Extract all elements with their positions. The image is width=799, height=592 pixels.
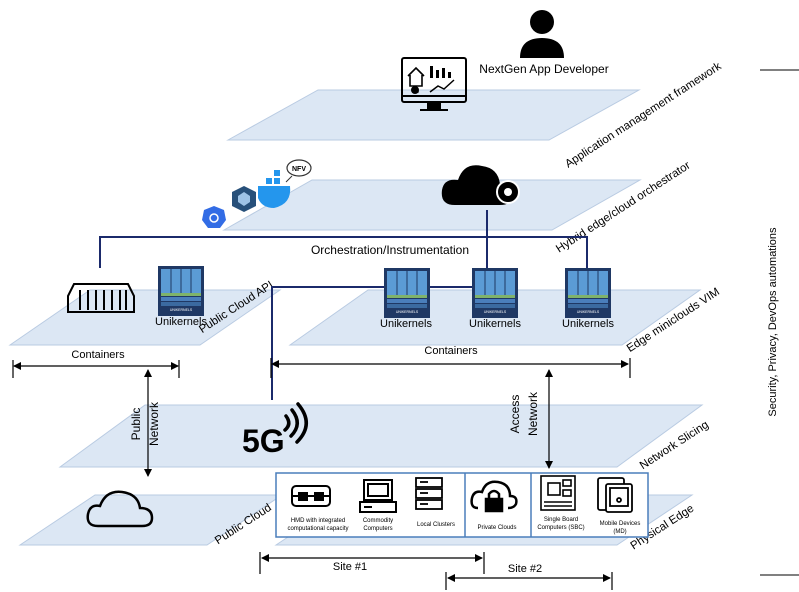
kubernetes-icon <box>202 206 226 228</box>
unikernels-label-1: Unikernels <box>155 316 207 328</box>
containers-bracket-left <box>12 360 180 378</box>
unikernel-chip-4: UNIKERNELS <box>564 267 612 319</box>
unikernel-chip-1: UNIKERNELS <box>157 265 205 317</box>
unikernels-label-2: Unikernels <box>380 318 432 330</box>
physical-edge-devices-box <box>275 472 649 538</box>
public-network-label-1: Public <box>129 408 143 441</box>
containers-label-right: Containers <box>424 345 478 357</box>
orchestration-label: Orchestration/Instrumentation <box>311 243 469 257</box>
svg-text:UNIKERNELS: UNIKERNELS <box>396 310 419 314</box>
hmd-icon <box>291 485 331 507</box>
dashboard-monitor-icon <box>401 57 467 111</box>
svg-text:NFV: NFV <box>292 166 306 173</box>
nfv-icon: NFV <box>285 159 312 183</box>
server-rack-icon <box>415 477 443 510</box>
cloud-gear-icon <box>441 165 520 205</box>
cloud-outline-icon <box>86 490 154 528</box>
hmd-label-1: HMD with integrated <box>291 518 345 524</box>
openstack-icon <box>232 186 256 212</box>
commodity-label-1: Commodity <box>363 518 393 524</box>
public-network-label-2: Network <box>147 401 161 446</box>
wireless-signal-icon <box>283 402 308 444</box>
fiveg-label: 5G <box>242 423 285 459</box>
svg-text:UNIKERNELS: UNIKERNELS <box>484 310 507 314</box>
developer-icon <box>520 10 564 58</box>
sbc-board-icon <box>540 475 576 511</box>
mobile-device-icon <box>597 477 633 513</box>
unikernels-label-4: Unikernels <box>562 318 614 330</box>
site2-bracket <box>445 572 613 590</box>
svg-text:UNIKERNELS: UNIKERNELS <box>170 308 193 312</box>
svg-text:UNIKERNELS: UNIKERNELS <box>577 310 600 314</box>
mobile-label-2: (MD) <box>613 529 626 535</box>
containers-bracket-right <box>270 358 631 378</box>
access-network-label-1: Access <box>508 395 522 434</box>
docker-icon <box>258 170 291 208</box>
commodity-label-2: Computers <box>363 526 392 532</box>
local-clusters-label: Local Clusters <box>417 522 455 528</box>
private-clouds-label: Private Clouds <box>477 525 516 531</box>
plane-public-cloud-api <box>8 289 282 346</box>
commodity-computer-icon <box>359 479 397 513</box>
mobile-label-1: Mobile Devices <box>600 521 641 527</box>
site1-label: Site #1 <box>333 561 367 573</box>
unikernels-label-3: Unikernels <box>469 318 521 330</box>
plane-app-management <box>226 89 641 141</box>
containers-label-left: Containers <box>71 349 125 361</box>
unikernel-chip-3: UNIKERNELS <box>471 267 519 319</box>
unikernel-chip-2: UNIKERNELS <box>383 267 431 319</box>
plane-network-slicing <box>58 404 704 468</box>
sbc-label-2: Computers (SBC) <box>537 525 584 531</box>
access-network-label-2: Network <box>526 391 540 436</box>
sbc-label-1: Single Board <box>544 517 578 523</box>
container-icon <box>67 283 135 313</box>
private-cloud-lock-icon <box>470 480 518 513</box>
developer-label: NextGen App Developer <box>479 62 608 76</box>
hmd-label-2: computational capacity <box>287 526 348 532</box>
site1-bracket <box>259 552 485 574</box>
site2-label: Site #2 <box>508 563 542 575</box>
side-label: Security, Privacy, DevOps automations <box>767 227 779 417</box>
